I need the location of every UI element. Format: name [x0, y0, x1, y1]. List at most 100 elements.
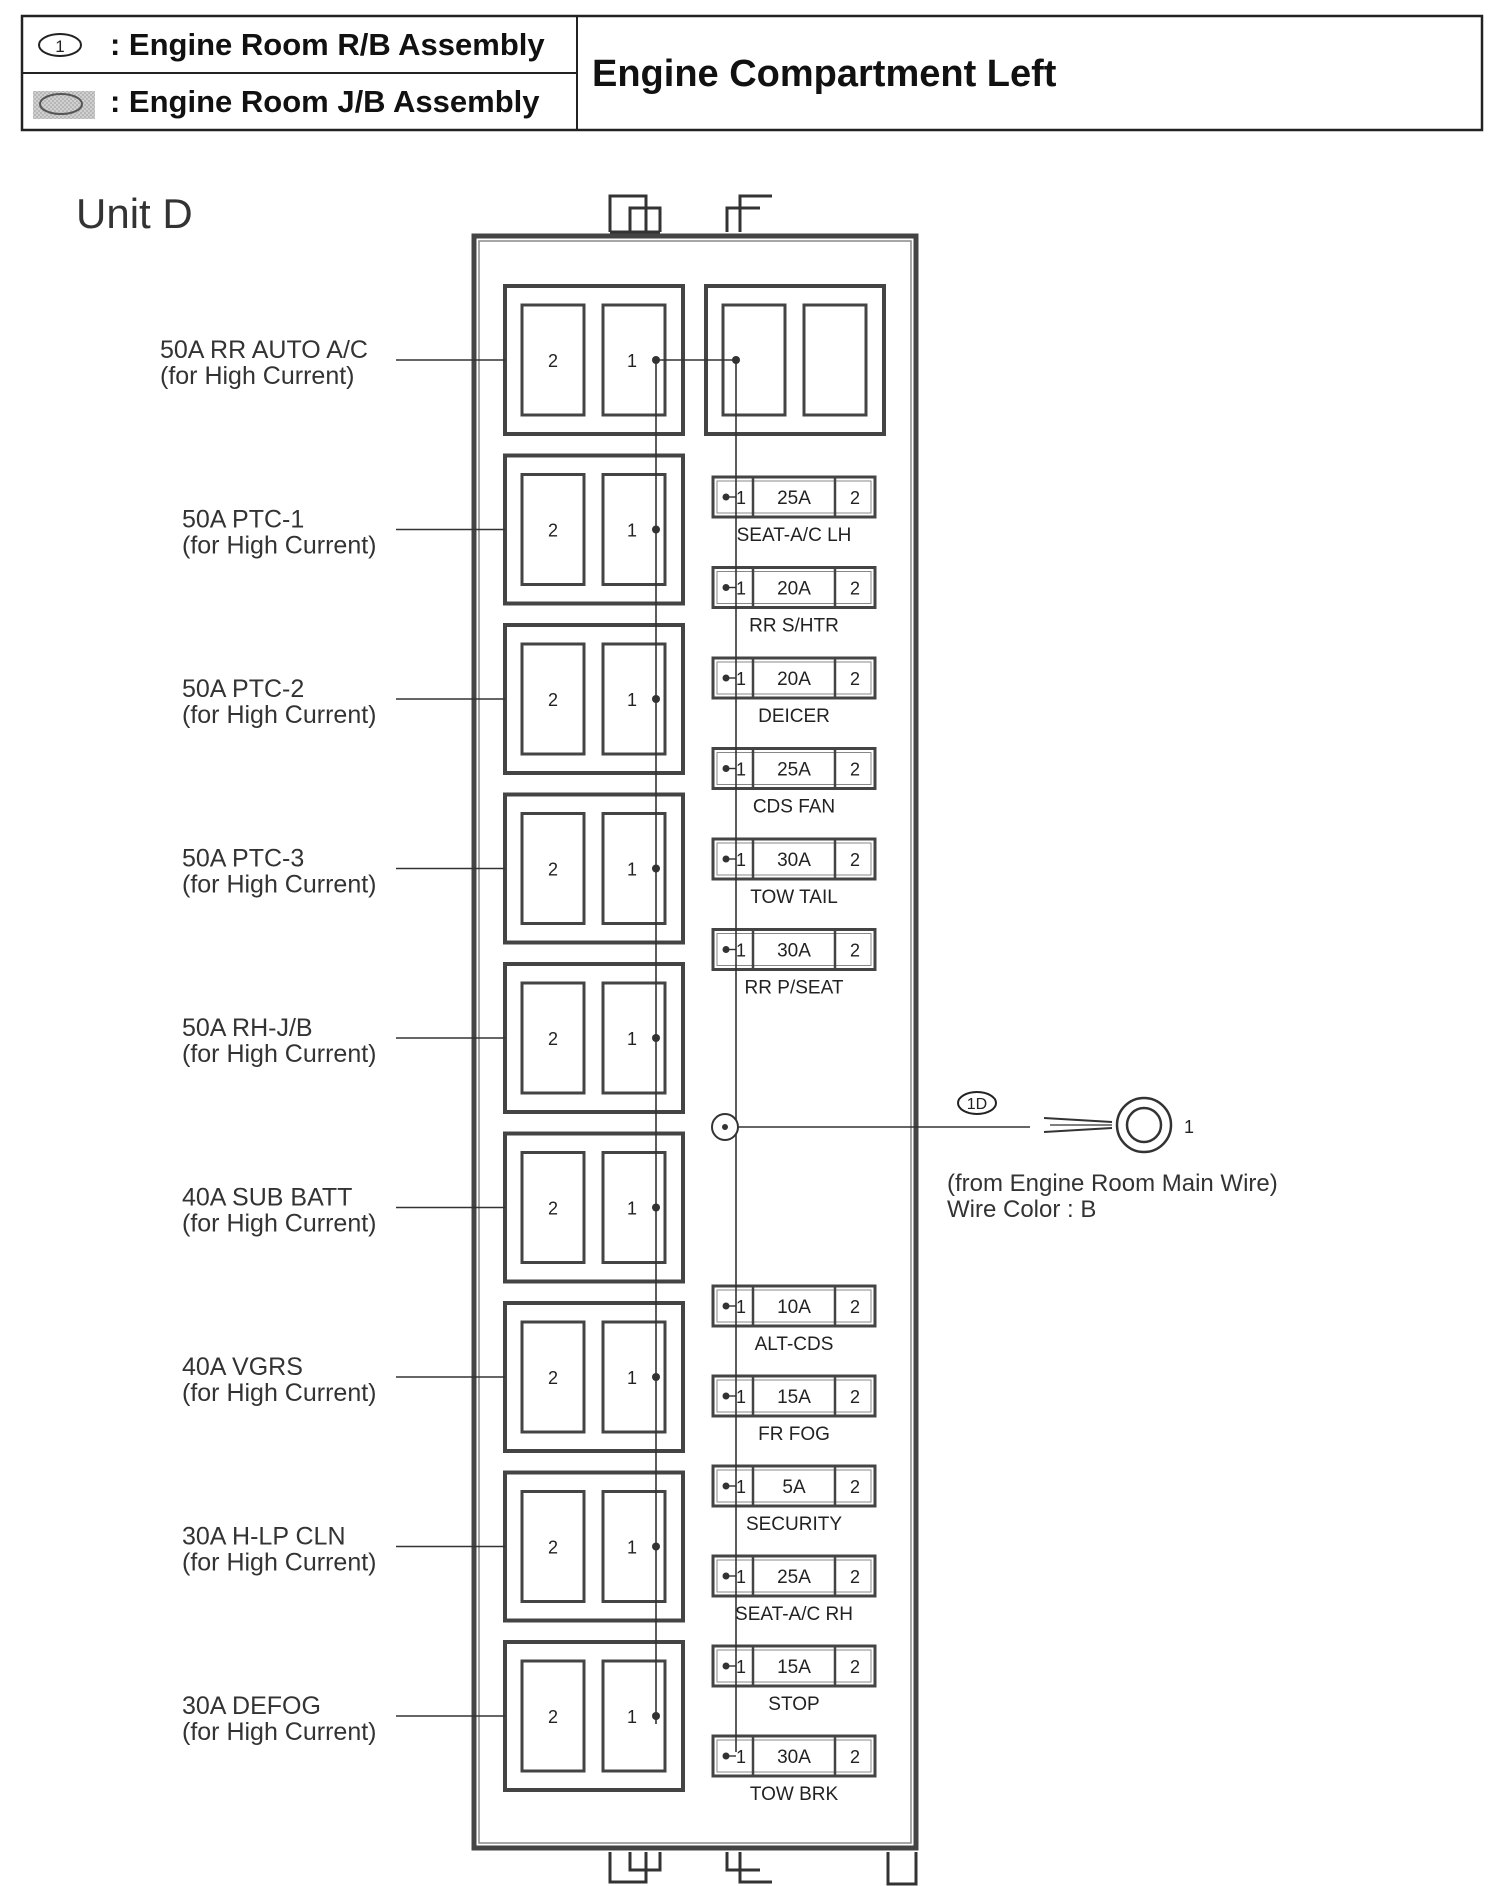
- relay-pin-label-2: 2: [548, 690, 558, 710]
- rb-legend-label: : Engine Room R/B Assembly: [110, 27, 545, 62]
- fuse-pin-label-2: 2: [850, 579, 860, 599]
- fuse-pin-label-2: 2: [850, 1657, 860, 1677]
- connector-id-symbol: [957, 1091, 997, 1115]
- fuse-name: SEAT-A/C RH: [735, 1604, 853, 1625]
- bus-wiring: [655, 359, 737, 1752]
- fuse-pin-label-2: 2: [850, 488, 860, 508]
- relay-pin-label-1: 1: [627, 860, 637, 880]
- fuse-pin-label-1: 1: [736, 488, 746, 508]
- rb-legend-symbol: [38, 33, 82, 57]
- fuse-amperage: 25A: [777, 760, 811, 781]
- unit-label: Unit D: [76, 190, 193, 237]
- relay-name: 50A PTC-3: [182, 845, 304, 873]
- fuse-pin-label-2: 2: [850, 1387, 860, 1407]
- relay-name: 40A SUB BATT: [182, 1184, 352, 1212]
- relay-pin-label-2: 2: [548, 351, 558, 371]
- relay-note: (for High Current): [182, 1040, 377, 1068]
- relay-name: 40A VGRS: [182, 1353, 303, 1381]
- jb-legend-symbol: [39, 93, 83, 115]
- relay-6: 2 1 40A SUB BATT(for High Current): [182, 1131, 685, 1284]
- relay-name: 50A RR AUTO A/C: [160, 336, 368, 364]
- relay-pin-2-slot: [520, 1659, 586, 1773]
- relay-pin-2-slot: [520, 1151, 586, 1264]
- connector-wire-color: Wire Color : B: [947, 1196, 1096, 1223]
- relay-pin-1-slot: [601, 1320, 667, 1434]
- relay-pin-2-slot: [520, 303, 586, 417]
- relay-pin-2-slot: [520, 642, 586, 756]
- fuse-pin-label-1: 1: [736, 1477, 746, 1497]
- connector-id: 1D: [967, 1096, 987, 1113]
- relay-name: 50A PTC-1: [182, 506, 304, 534]
- fuse-amperage: 10A: [777, 1297, 811, 1318]
- relay-note: (for High Current): [160, 362, 355, 390]
- fuse-amperage: 20A: [777, 669, 811, 690]
- fuse-name: SECURITY: [746, 1514, 842, 1535]
- relay-note: (for High Current): [182, 701, 377, 729]
- fuse-pin-label-2: 2: [850, 1477, 860, 1497]
- relay-name: 30A DEFOG: [182, 1692, 321, 1720]
- relay-pin-1-slot: [601, 812, 667, 925]
- fuse-amperage: 30A: [777, 1747, 811, 1768]
- connector-source: (from Engine Room Main Wire): [947, 1170, 1278, 1197]
- fuse-box-housing: [471, 233, 919, 1851]
- fuse-amperage: 15A: [777, 1387, 811, 1408]
- fuse-amperage: 30A: [777, 941, 811, 962]
- fuse-name: RR P/SEAT: [745, 978, 844, 999]
- relay-pin-2-slot: [520, 812, 586, 925]
- relay-pin-label-2: 2: [548, 1029, 558, 1049]
- relay-pin-label-1: 1: [627, 1029, 637, 1049]
- relay-pin-1-slot: [601, 473, 667, 586]
- relay-pin-label-2: 2: [548, 1538, 558, 1558]
- fuse-pin-label-1: 1: [736, 941, 746, 961]
- fuse-name: CDS FAN: [753, 797, 835, 818]
- fuse-name: STOP: [768, 1694, 819, 1715]
- relay-note: (for High Current): [182, 532, 377, 560]
- rb-legend-symbol-text: 1: [55, 37, 64, 56]
- fuse-pin-label-2: 2: [850, 1567, 860, 1587]
- relay-pin-label-1: 1: [627, 1199, 637, 1219]
- relay-pin-label-1: 1: [627, 690, 637, 710]
- relay-note: (for High Current): [182, 1549, 377, 1577]
- relay-1: 2 1 50A RR AUTO A/C(for High Current): [160, 284, 685, 436]
- fuse-name: TOW TAIL: [750, 887, 838, 908]
- relay-pin-2-slot: [520, 473, 586, 586]
- relay-pin-label-2: 2: [548, 521, 558, 541]
- relay-pin-1-slot: [601, 1659, 667, 1773]
- fuse-pin-label-1: 1: [736, 1747, 746, 1767]
- fuse-name: FR FOG: [758, 1424, 830, 1445]
- relay-pin-2-slot: [520, 981, 586, 1095]
- relay-pin-label-2: 2: [548, 1707, 558, 1727]
- relay-note: (for High Current): [182, 1379, 377, 1407]
- connector-pin: 1: [1184, 1117, 1194, 1137]
- relay-pin-2-slot: [520, 1320, 586, 1434]
- fuse-pin-label-2: 2: [850, 760, 860, 780]
- relay-note: (for High Current): [182, 1718, 377, 1746]
- main-wire-connector: 1D 1 (from Engine Room Main Wire) Wire C…: [711, 1091, 1278, 1223]
- relay-pin-1-slot: [601, 1151, 667, 1264]
- relay-note: (for High Current): [182, 1210, 377, 1238]
- jb-legend-label: : Engine Room J/B Assembly: [110, 84, 540, 119]
- relay-pin-1-slot: [601, 981, 667, 1095]
- relay-pin-label-1: 1: [627, 1538, 637, 1558]
- relay-pin-label-2: 2: [548, 1199, 558, 1219]
- relay-pin-label-2: 2: [548, 1368, 558, 1388]
- relay-pin-label-1: 1: [627, 351, 637, 371]
- relay-note: (for High Current): [182, 871, 377, 899]
